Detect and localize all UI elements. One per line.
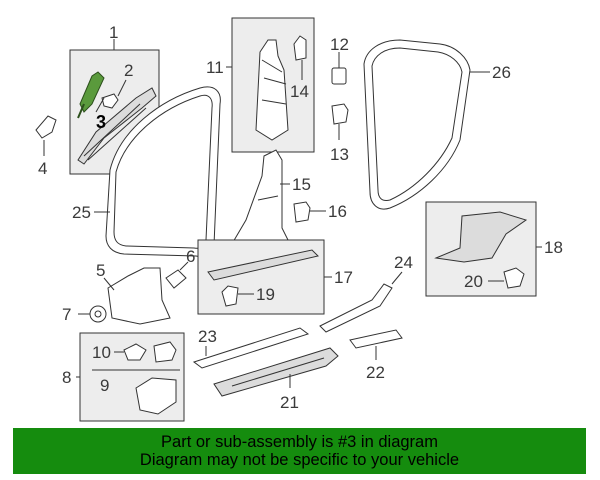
label-8: 8 — [62, 368, 71, 387]
label-1: 1 — [109, 23, 118, 42]
part-26 — [363, 39, 490, 210]
part-7 — [78, 305, 107, 323]
label-14: 14 — [290, 82, 309, 101]
label-10: 10 — [92, 343, 111, 362]
label-6: 6 — [186, 247, 195, 266]
group-17-box — [197, 239, 332, 315]
label-19: 19 — [256, 285, 275, 304]
banner-line-2: Diagram may not be specific to your vehi… — [139, 451, 460, 469]
part-24 — [319, 271, 403, 333]
part-23 — [192, 327, 310, 369]
label-23: 23 — [198, 327, 217, 346]
label-21: 21 — [280, 393, 299, 412]
info-banner: Part or sub-assembly is #3 in diagram Di… — [13, 428, 586, 474]
group-18-box — [425, 201, 542, 297]
label-12: 12 — [330, 35, 349, 54]
label-4: 4 — [38, 159, 47, 178]
label-20: 20 — [464, 272, 483, 291]
group-11-box — [226, 17, 315, 153]
banner-line-1: Part or sub-assembly is #3 in diagram — [161, 433, 438, 451]
label-17: 17 — [334, 268, 353, 287]
part-5 — [103, 267, 171, 325]
part-12 — [331, 52, 347, 85]
label-2: 2 — [124, 61, 133, 80]
part-4 — [35, 115, 57, 156]
label-15: 15 — [292, 175, 311, 194]
label-3: 3 — [96, 112, 106, 132]
group-1-box — [69, 39, 160, 175]
group-8-box — [76, 332, 185, 422]
part-16 — [293, 201, 326, 223]
label-11: 11 — [206, 58, 224, 77]
highlighted-part-3[interactable] — [79, 71, 105, 113]
label-24: 24 — [394, 253, 413, 272]
label-9: 9 — [100, 376, 109, 395]
label-25: 25 — [72, 203, 91, 222]
part-25 — [94, 86, 221, 258]
label-26: 26 — [492, 63, 511, 82]
label-7: 7 — [62, 305, 71, 324]
label-13: 13 — [330, 145, 349, 164]
label-5: 5 — [96, 261, 105, 280]
label-18: 18 — [544, 238, 563, 257]
label-22: 22 — [366, 363, 385, 382]
parts-diagram: 1 2 3 4 5 6 7 8 9 10 11 12 13 14 15 16 1… — [35, 17, 563, 422]
part-6 — [165, 261, 189, 289]
part-13 — [331, 103, 349, 140]
part-21 — [213, 347, 339, 397]
label-16: 16 — [328, 202, 347, 221]
part-22 — [349, 329, 403, 360]
